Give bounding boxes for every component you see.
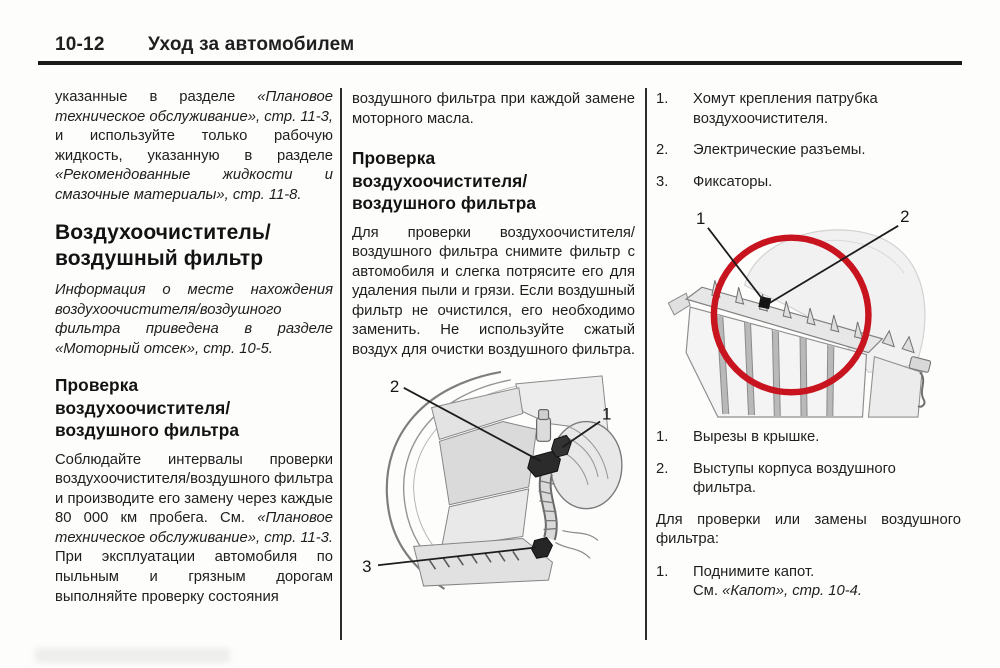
list-item-text: Фиксаторы. <box>693 173 773 190</box>
engine-bay-callout-3: 3 <box>362 557 371 576</box>
step-ref-prefix: См. <box>693 583 723 600</box>
list-item: 2. Электрические разъемы. <box>656 141 961 161</box>
list-item-number: 2. <box>656 460 669 477</box>
reference-hood: «Капот», стр. 10-4. <box>722 583 862 600</box>
column-divider-1 <box>340 88 342 640</box>
list-item-number: 1. <box>656 91 669 107</box>
air-filter-illustration: 1 2 <box>667 207 931 418</box>
list-item-text: Выступы корпуса воздушного фильтра. <box>693 460 896 497</box>
header-rule <box>38 61 962 65</box>
list-item-text: Вырезы в крышке. <box>693 429 820 446</box>
list-item: 1. Вырезы в крышке. <box>656 428 961 448</box>
paragraph-fluids-run1: указанные в разделе <box>55 89 258 105</box>
engine-bay-callout-lines <box>377 387 601 567</box>
section-heading-air-cleaner: Воздухоочиститель/ воздушный фильтр <box>55 221 271 271</box>
paragraph-fluids-run3: и используйте только рабочую жидкость, у… <box>55 128 333 164</box>
chapter-title: Уход за автомобилем <box>148 34 355 55</box>
column-divider-2 <box>645 88 647 640</box>
page-number: 10-12 <box>55 34 105 55</box>
paragraph-inspection-procedure: Для проверки воздухоочистителя/воздушног… <box>352 224 635 358</box>
highlight-circle <box>710 234 872 396</box>
list-item-text: Электрические разъемы. <box>693 142 866 159</box>
step-item: 1. Поднимите капот. См. «Капот», стр. 10-… <box>656 563 961 602</box>
list-item-number: 3. <box>656 173 669 190</box>
step-text: Поднимите капот. См. «Капот», стр. 10-4. <box>693 563 961 602</box>
paragraph-intervals-run3: При эксплуатации автомобиля по пыльным и… <box>55 549 333 605</box>
reference-scheduled-maintenance: «Плановое техническое обслуживание», стр… <box>55 89 333 125</box>
air-filter-callout-lines <box>706 225 899 304</box>
scan-watermark <box>35 648 230 663</box>
engine-bay-callout-2: 2 <box>390 377 399 396</box>
list-item-number: 2. <box>656 142 669 159</box>
reference-recommended-fluids: «Рекомендованные жидкости и смазочные ма… <box>55 167 333 203</box>
air-filter-callout-2: 2 <box>900 207 909 226</box>
column-3: 1. Хомут крепления патрубка воздухоочист… <box>656 90 961 614</box>
subheading-inspection-col1: Проверка воздухоочистителя/ воздушного ф… <box>55 375 240 441</box>
paragraph-inspection-intervals: Соблюдайте интервалы проверки воздухоочи… <box>55 451 333 607</box>
list-item: 3. Фиксаторы. <box>656 173 961 193</box>
reference-scheduled-maintenance-2: «Плановое техническое обслуживание», стр… <box>55 510 333 546</box>
step-number: 1. <box>656 563 669 580</box>
paragraph-check-or-replace: Для проверки или замены воздушного фильт… <box>656 511 961 548</box>
list-item-text: Хомут крепления патрубка воздухоочистите… <box>693 91 878 127</box>
paragraph-fluids: указанные в разделе «Плановое техническо… <box>55 88 333 205</box>
column-1: указанные в разделе «Плановое техническо… <box>55 88 333 607</box>
engine-bay-figure: 2 1 3 <box>352 366 635 592</box>
paragraph-oil-change-continuation: воздушного фильтра при каждой замене мот… <box>352 91 635 127</box>
legend-list-top: 1. Хомут крепления патрубка воздухоочист… <box>656 90 961 192</box>
legend-list-bottom: 1. Вырезы в крышке. 2. Выступы корпуса в… <box>656 428 961 499</box>
engine-bay-illustration: 2 1 3 <box>362 371 623 591</box>
air-filter-figure: 1 2 <box>656 204 961 420</box>
column-2: воздушного фильтра при каждой замене мот… <box>352 90 635 596</box>
list-item: 2. Выступы корпуса воздушного фильтра. <box>656 460 961 499</box>
paragraph-location-info: Информация о месте нахождения воздухоочи… <box>55 282 333 357</box>
engine-bay-callout-1: 1 <box>602 405 611 424</box>
list-item-number: 1. <box>656 429 669 446</box>
list-item: 1. Хомут крепления патрубка воздухоочист… <box>656 90 961 129</box>
paragraph-intervals-run1: Соблюдайте интервалы проверки воздухоочи… <box>55 451 333 527</box>
subheading-inspection-col2: Проверка воздухоочистителя/ воздушного ф… <box>352 148 537 214</box>
step-line1: Поднимите капот. <box>693 563 815 580</box>
air-filter-callout-1: 1 <box>696 209 705 228</box>
